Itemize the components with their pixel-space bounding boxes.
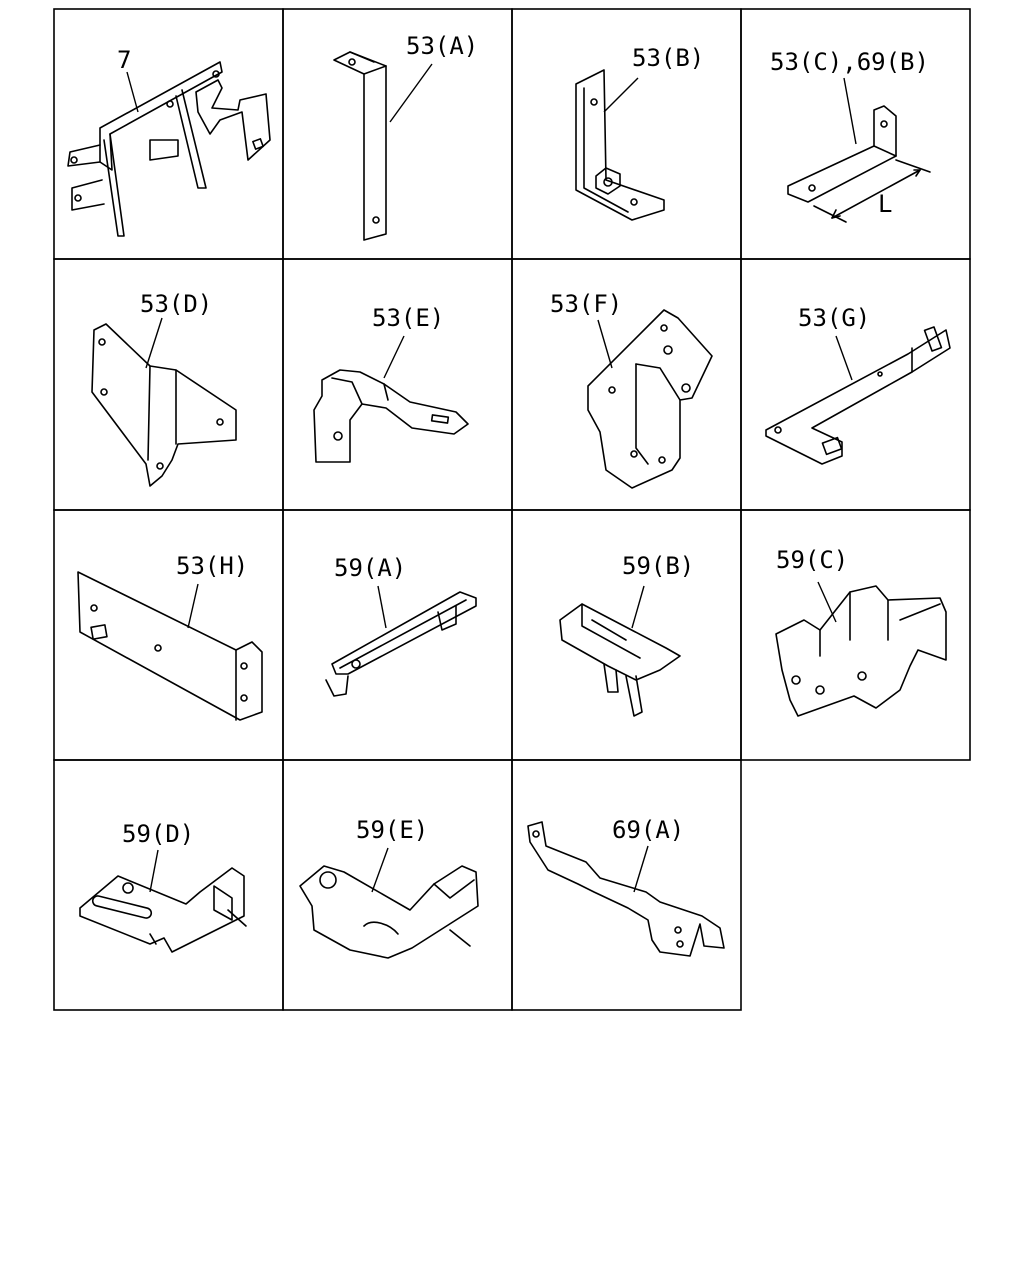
leader-line: [149, 849, 159, 893]
cell-border: [740, 509, 971, 761]
part-label-7: 7: [117, 46, 131, 74]
part-label-53e: 53(E): [372, 304, 444, 332]
leader-line: [371, 847, 389, 893]
box-bracket-icon: [559, 603, 681, 717]
cell-border: [740, 8, 971, 260]
stay-bracket-icon: [313, 369, 469, 463]
leader-line: [817, 581, 837, 623]
grid: [53, 8, 971, 1011]
cell-border: [511, 8, 742, 260]
cell-border: [282, 509, 513, 761]
complex-bracket-icon: [775, 585, 947, 717]
cell-border: [740, 258, 971, 511]
leader-line: [383, 335, 405, 379]
leader-line: [633, 845, 649, 893]
cell-border: [511, 258, 742, 511]
clip-bracket-round-icon: [299, 865, 479, 959]
part-label-53g: 53(G): [798, 304, 870, 332]
cell-border: [53, 509, 284, 761]
leader-line: [187, 583, 199, 629]
part-label-59c: 59(C): [776, 546, 848, 574]
leader-line: [835, 335, 853, 381]
cell-border: [511, 509, 742, 761]
bracket-7-icon: [67, 61, 271, 237]
part-label-59b: 59(B): [622, 552, 694, 580]
leader-line: [603, 77, 639, 113]
part-label-53b: 53(B): [632, 44, 704, 72]
leader-line: [377, 585, 387, 629]
leader-line: [631, 585, 645, 629]
stepped-bracket-icon: [527, 821, 725, 957]
part-label-59a: 59(A): [334, 554, 406, 582]
part-label-53c-69b: 53(C),69(B): [770, 48, 929, 76]
angle-bracket-with-length-icon: [787, 105, 931, 223]
leader-line: [597, 319, 613, 369]
part-label-59d: 59(D): [122, 820, 194, 848]
cell-border: [53, 759, 284, 1011]
cell-border: [282, 759, 513, 1011]
part-label-53f: 53(F): [550, 290, 622, 318]
dimension-label-l: L: [878, 190, 892, 218]
leader-line: [843, 77, 857, 145]
part-label-59e: 59(E): [356, 816, 428, 844]
cell-border: [511, 759, 742, 1011]
cell-border: [282, 258, 513, 511]
rod-bracket-icon: [325, 591, 477, 697]
part-label-53d: 53(D): [140, 290, 212, 318]
plate-bracket-icon: [91, 323, 237, 487]
leader-line: [126, 71, 139, 113]
long-bracket-icon: [765, 326, 951, 465]
strap-bracket-icon: [333, 51, 387, 241]
part-label-53h: 53(H): [176, 552, 248, 580]
l-bracket-with-nut-icon: [575, 69, 665, 221]
cell-border: [53, 8, 284, 260]
wide-plate-bracket-icon: [77, 571, 263, 721]
leader-line: [145, 317, 163, 369]
part-label-53a: 53(A): [406, 32, 478, 60]
formed-bracket-icon: [587, 309, 713, 489]
part-label-69a: 69(A): [612, 816, 684, 844]
clip-bracket-icon: [79, 867, 247, 953]
leader-line: [389, 63, 433, 123]
